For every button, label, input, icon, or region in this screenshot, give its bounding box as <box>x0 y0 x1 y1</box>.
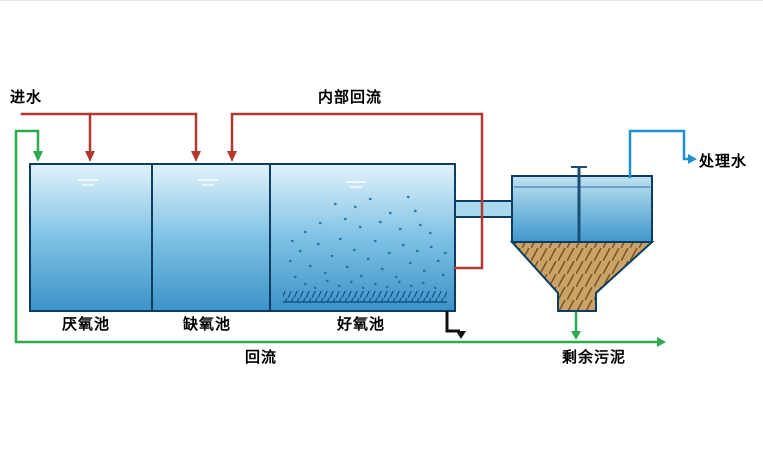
aerobic-tank-label: 好氧池 <box>337 316 386 333</box>
internal-recycle-label: 内部回流 <box>318 89 383 106</box>
clarifier-center-well <box>571 166 587 247</box>
anaerobic-tank-label: 厌氧池 <box>62 316 111 333</box>
return-flow-label: 回流 <box>245 349 278 366</box>
excess-sludge-label: 剩余污泥 <box>562 349 627 366</box>
influent-label: 进水 <box>10 89 43 106</box>
return-sludge-inlet-arrow <box>33 151 43 162</box>
clarifier-basin <box>511 175 653 243</box>
internal-recycle-arrow <box>227 151 237 162</box>
anoxic-tank-label: 缺氧池 <box>183 316 232 333</box>
sludge-hopper-hatch <box>509 241 655 312</box>
influent-arrow-2 <box>191 151 201 162</box>
water-surface-mark <box>78 179 366 188</box>
influent-arrow-1 <box>85 151 95 162</box>
influent-line <box>20 112 201 162</box>
connecting-pipe <box>454 200 513 218</box>
aerobic-tank-shape <box>269 163 456 312</box>
diffuser-hatch <box>283 291 447 302</box>
drain-pipe <box>445 311 466 339</box>
excess-sludge-arrow-right <box>657 337 666 347</box>
anaerobic-tank-shape <box>29 163 153 312</box>
clarifier-underflow-arrow <box>571 331 581 340</box>
internal-recycle-line <box>227 112 484 270</box>
aeration-bubbles <box>288 195 447 290</box>
anoxic-tank-shape <box>151 163 271 312</box>
return-sludge-line <box>14 129 666 347</box>
treated-water-label: 处理水 <box>699 153 748 170</box>
effluent-line <box>628 129 697 179</box>
effluent-arrow <box>688 154 697 164</box>
